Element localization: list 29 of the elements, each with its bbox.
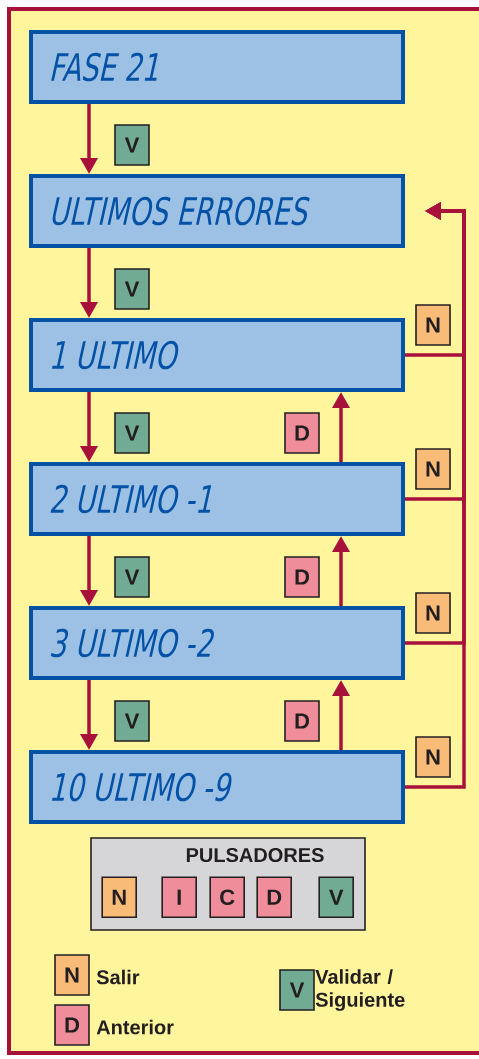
display-box: FASE 21: [29, 30, 405, 104]
legend-text: Validar / Siguiente: [315, 969, 405, 1011]
key-button: C: [209, 876, 245, 918]
display-box: 3 ULTIMO -2: [29, 606, 405, 680]
key-badge: V: [114, 124, 150, 166]
key-badge: D: [284, 700, 320, 742]
display-box: 2 ULTIMO -1: [29, 462, 405, 536]
key-badge: N: [415, 304, 451, 346]
key-badge: V: [114, 412, 150, 454]
key-button: V: [318, 876, 354, 918]
legend-text: Salir: [96, 969, 140, 985]
key-badge: V: [114, 268, 150, 310]
key-badge: N: [415, 736, 451, 778]
legend-text: Anterior: [96, 1019, 174, 1035]
display-box: ULTIMOS ERRORES: [29, 174, 405, 248]
key-badge: N: [415, 592, 451, 634]
key-badge: V: [114, 556, 150, 598]
key-badge: N: [415, 448, 451, 490]
key-badge: D: [284, 412, 320, 454]
legend-key: N: [54, 954, 90, 996]
display-box: 1 ULTIMO: [29, 318, 405, 392]
legend-key: D: [54, 1004, 90, 1046]
key-button: I: [161, 876, 197, 918]
key-badge: V: [114, 700, 150, 742]
display-box: 10 ULTIMO -9: [29, 750, 405, 824]
legend-key: V: [279, 969, 315, 1011]
key-button: D: [256, 876, 292, 918]
key-button: N: [101, 876, 137, 918]
key-badge: D: [284, 556, 320, 598]
